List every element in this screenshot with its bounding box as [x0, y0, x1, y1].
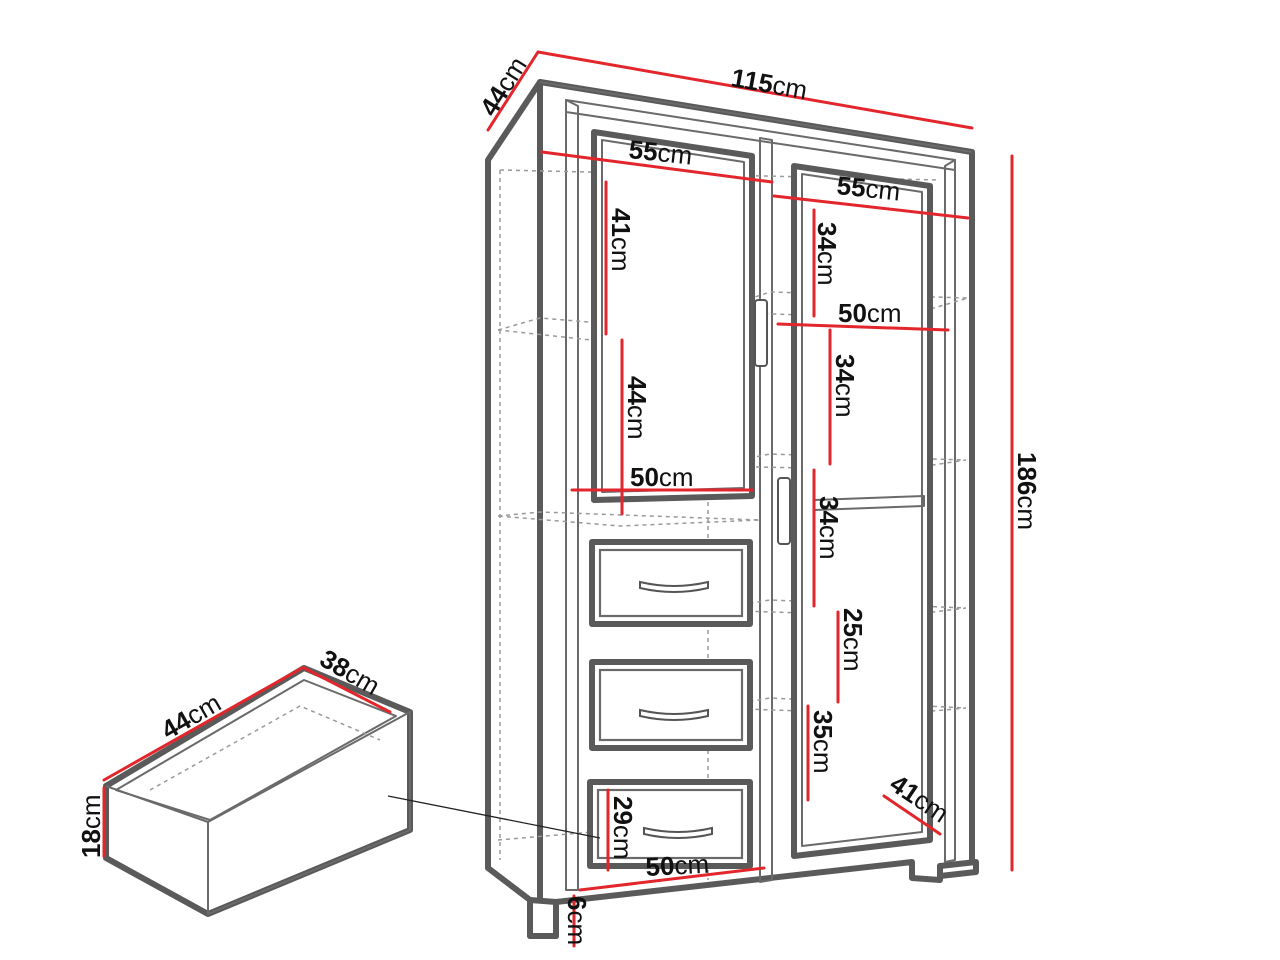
drawer-box-side [103, 665, 413, 917]
drawer-1-inner [598, 548, 744, 618]
label-bottom-drawer-w: 50cm [645, 849, 710, 882]
label-right-h1: 34cm [812, 222, 842, 286]
drawer-3-handle [643, 826, 713, 839]
right-glass-door [791, 163, 933, 859]
drawer-box-front-face [207, 711, 411, 915]
cabinet-center-post [759, 137, 773, 883]
right-glass-pane [801, 173, 923, 847]
cabinet-left-post [565, 99, 579, 891]
left-glass-pane [601, 139, 745, 493]
drawer-2-handle [639, 708, 709, 721]
label-left-lower-h: 44cm [622, 376, 652, 440]
drawer-1-handle [639, 580, 709, 593]
dim-line-drawer-width [302, 666, 392, 714]
drawer-box-inner-floor [149, 705, 381, 791]
cabinet-top-edge [539, 81, 973, 153]
dim-line-overall-width [536, 50, 974, 130]
right-door-handle [777, 477, 791, 545]
label-overall-height: 186cm [1012, 452, 1042, 530]
label-right-h3: 34cm [814, 496, 844, 560]
left-shelf-2 [497, 511, 761, 527]
label-right-shelf-w: 50cm [838, 298, 902, 328]
label-left-shelf-w: 50cm [630, 462, 694, 492]
label-right-width-top: 55cm [835, 170, 901, 206]
dim-line-right-depth [882, 794, 942, 836]
dim-line-left-width-top [540, 150, 774, 184]
cabinet-right-post [944, 159, 956, 863]
dim-line-right-shelf-w [776, 322, 950, 332]
dim-line-drawer-length [102, 666, 304, 782]
label-leg-h: 6cm [562, 896, 592, 945]
label-left-width-top: 55cm [627, 134, 693, 170]
dimension-lines [102, 50, 1014, 948]
drawer-3-inner [596, 788, 744, 860]
dim-line-overall-depth [486, 50, 540, 132]
dim-line-bottom-drawer-w [578, 866, 766, 892]
left-door-handle [754, 299, 768, 367]
left-shelf-1 [497, 317, 711, 343]
cabinet [485, 79, 979, 939]
interior-top-back [499, 169, 941, 181]
dim-line-right-width-top [772, 194, 970, 220]
cabinet-left-leg [527, 897, 559, 939]
label-overall-width: 115cm [729, 62, 810, 105]
drawer-leader-line [387, 795, 601, 839]
cabinet-right-leg [937, 859, 979, 879]
label-bottom-drawer-h: 29cm [608, 796, 638, 860]
drawer-2-inner [598, 668, 744, 742]
label-right-h5: 35cm [808, 710, 838, 774]
label-right-h2: 34cm [830, 354, 860, 418]
label-drawer-height: 18cm [76, 794, 106, 858]
dimension-labels: 115cm 44cm 186cm 55cm 55cm 41cm 44cm 50c… [76, 51, 1042, 945]
left-glass-door [591, 129, 755, 503]
drawer-box-back-edge [105, 785, 209, 823]
label-right-h4: 25cm [838, 608, 868, 672]
drawer-box-inner-left [115, 679, 397, 821]
label-left-upper-h: 41cm [606, 208, 636, 272]
